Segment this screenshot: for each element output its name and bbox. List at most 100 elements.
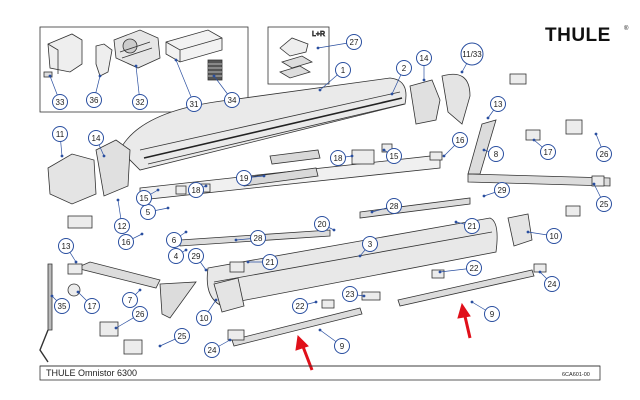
- callout-circle: [136, 190, 152, 206]
- callout-number: 26: [600, 150, 609, 159]
- callout-leader-dot: [460, 70, 464, 74]
- callout-c29a: 29: [188, 248, 208, 272]
- callout-circle: [490, 96, 506, 112]
- callout-circle: [132, 306, 148, 322]
- callout-c24b: 24: [538, 270, 560, 292]
- callout-number: 33: [56, 98, 65, 107]
- callout-number: 34: [228, 96, 237, 105]
- callout-c6: 6: [166, 230, 188, 248]
- callout-number: 9: [490, 310, 495, 319]
- brand-mark: ®: [624, 25, 629, 32]
- callout-number: 17: [544, 148, 553, 157]
- callout-circle: [84, 298, 100, 314]
- callout-circle: [204, 342, 220, 358]
- callout-c24a: 24: [204, 338, 232, 358]
- accessory-inset-box: [39, 26, 249, 113]
- red-arrow-right: [457, 302, 472, 339]
- callout-leader-dot: [482, 148, 486, 152]
- callout-leader-dot: [592, 182, 596, 186]
- callout-number: 12: [118, 222, 127, 231]
- callout-c4: 4: [168, 248, 188, 264]
- callout-leader-dot: [158, 344, 162, 348]
- callout-number: 19: [240, 174, 249, 183]
- callout-c35: 35: [50, 294, 70, 314]
- callout-circle: [416, 50, 432, 66]
- red-arrow-left: [295, 334, 314, 371]
- callout-leader-dot: [318, 88, 322, 92]
- callout-number: 28: [254, 234, 263, 243]
- callout-c21a: 21: [246, 254, 278, 270]
- callout-circle: [188, 248, 204, 264]
- callout-leader-dot: [262, 174, 266, 178]
- callout-circle: [544, 276, 560, 292]
- callout-number: 25: [600, 200, 609, 209]
- callout-circle: [596, 196, 612, 212]
- callout-number: 21: [266, 258, 275, 267]
- callout-number: 17: [88, 302, 97, 311]
- callout-number: 32: [136, 98, 145, 107]
- callout-leader-dot: [156, 188, 160, 192]
- callout-number: 36: [90, 96, 99, 105]
- callout-c20: 20: [314, 216, 336, 232]
- brand-name: THULE: [545, 25, 611, 46]
- callout-c22a: 22: [292, 298, 318, 314]
- footer-title: THULE Omnistor 6300: [46, 368, 137, 378]
- callout-leader-dot: [48, 74, 52, 78]
- callout-number: 13: [62, 242, 71, 251]
- callout-c17a: 17: [532, 138, 556, 160]
- callout-circle: [168, 248, 184, 264]
- callout-number: 11: [56, 130, 65, 139]
- endcap-inset-box: L+R: [267, 26, 330, 85]
- callout-leader-dot: [204, 184, 208, 188]
- callout-c21b: 21: [454, 218, 480, 234]
- callout-circle: [186, 96, 202, 112]
- callout-c13b: 13: [58, 238, 78, 264]
- callout-leader-dot: [98, 74, 102, 78]
- callout-leader-dot: [482, 194, 486, 198]
- callout-c15b: 15: [382, 148, 402, 164]
- callout-number: 22: [470, 264, 479, 273]
- callout-number: 5: [146, 208, 151, 217]
- callout-circle: [386, 148, 402, 164]
- callout-leader-dot: [332, 228, 336, 232]
- callout-circle: [596, 146, 612, 162]
- callout-circle: [166, 232, 182, 248]
- callout-number: 9: [340, 342, 345, 351]
- callout-number: 11/33: [462, 50, 482, 59]
- callout-circle: [236, 170, 252, 186]
- callout-c11: 11: [52, 126, 68, 158]
- callout-leader-dot: [526, 230, 530, 234]
- callout-leader-dot: [114, 326, 118, 330]
- callout-leader-dot: [174, 58, 178, 62]
- callout-c5: 5: [140, 204, 170, 220]
- callout-c9a: 9: [318, 328, 350, 354]
- callout-number: 10: [550, 232, 559, 241]
- callout-circle: [118, 234, 134, 250]
- callout-leader-dot: [486, 116, 490, 120]
- callout-leader-dot: [60, 154, 64, 158]
- callout-c31: 31: [174, 58, 202, 112]
- callout-circle: [464, 218, 480, 234]
- callout-number: 16: [456, 136, 465, 145]
- callout-circle: [114, 218, 130, 234]
- callout-number: 2: [402, 64, 407, 73]
- callout-c7: 7: [122, 288, 142, 308]
- callout-circle: [460, 42, 484, 66]
- callout-c11_33: 11/33: [460, 42, 484, 74]
- callout-leader-dot: [76, 290, 80, 294]
- callout-c18a: 18: [188, 182, 208, 198]
- inset-lr-label: L+R: [312, 31, 325, 38]
- callout-c14b: 14: [416, 50, 432, 82]
- callout-leader-dot: [454, 220, 458, 224]
- callout-leader-dot: [538, 270, 542, 274]
- callout-circle: [362, 236, 378, 252]
- callout-leader-dot: [422, 78, 426, 82]
- callout-circle: [54, 298, 70, 314]
- callout-circle: [196, 310, 212, 326]
- callout-number: 16: [122, 238, 131, 247]
- callout-c3: 3: [358, 236, 378, 258]
- callout-leader-dot: [370, 210, 374, 214]
- callout-leader-dot: [382, 148, 386, 152]
- callout-number: 18: [192, 186, 201, 195]
